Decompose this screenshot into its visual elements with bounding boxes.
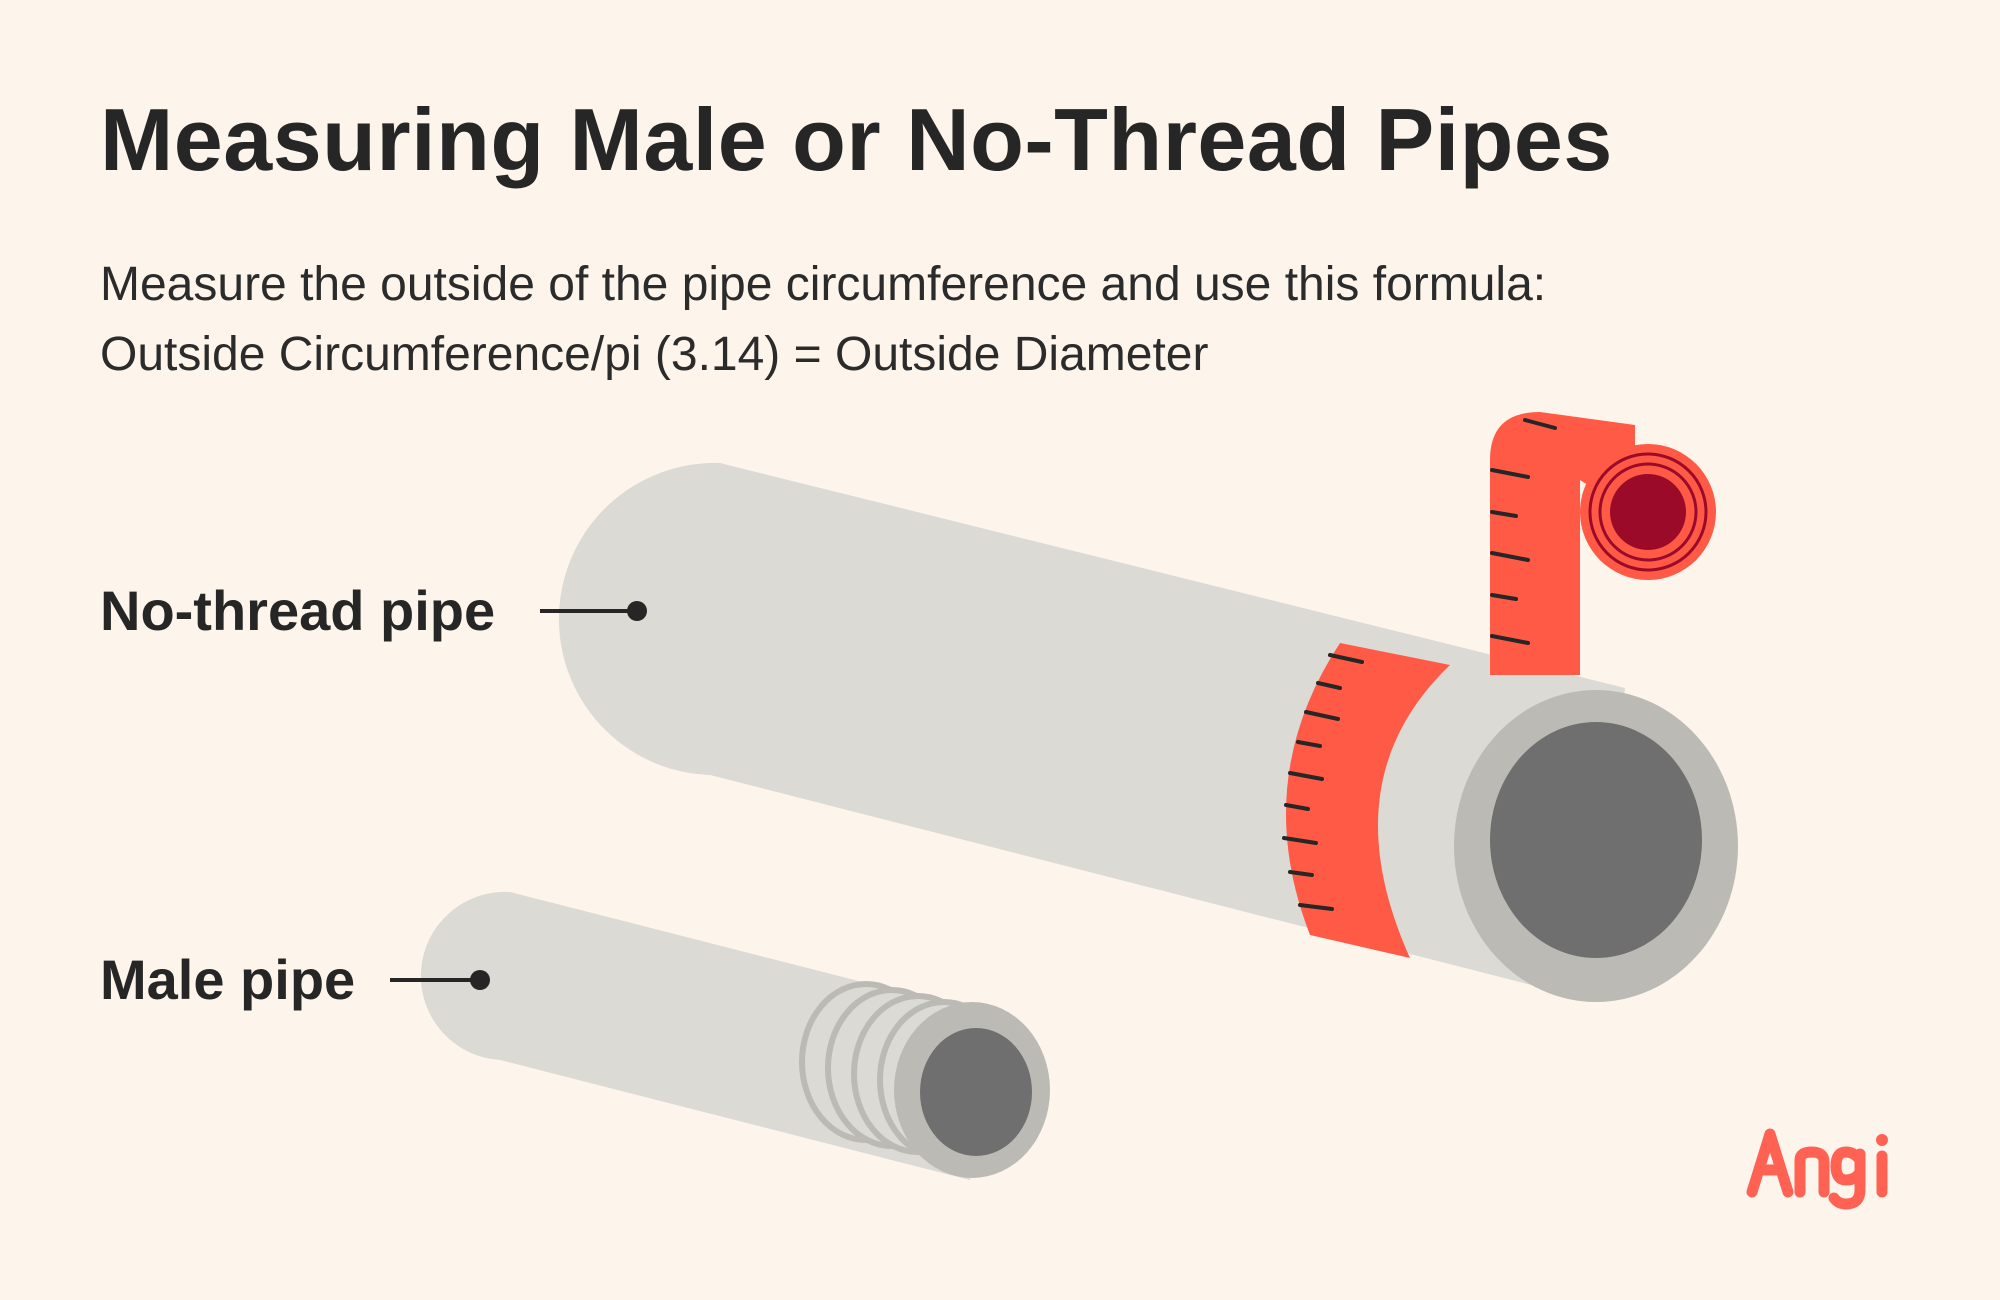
no-thread-pipe-label: No-thread pipe — [100, 579, 496, 642]
tape-band — [1286, 643, 1450, 958]
formula-description: Measure the outside of the pipe circumfe… — [100, 250, 1546, 390]
formula-instruction: Measure the outside of the pipe circumfe… — [100, 258, 1547, 311]
male-pipe — [420, 891, 1050, 1180]
tape-strip-ticks — [1490, 418, 1557, 645]
tape-roll — [1580, 444, 1716, 580]
leader-male — [390, 970, 490, 990]
no-thread-pipe-opening — [1490, 722, 1702, 958]
no-thread-pipe — [558, 412, 1738, 1002]
angi-logo — [1746, 1128, 1888, 1210]
tape-band-ticks — [1282, 653, 1364, 911]
page-title: Measuring Male or No-Thread Pipes — [100, 90, 1613, 189]
male-pipe-label: Male pipe — [100, 948, 356, 1011]
leader-no-thread — [540, 601, 647, 621]
male-pipe-opening — [920, 1028, 1032, 1156]
formula-text: Outside Circumference/pi (3.14) = Outsid… — [100, 328, 1209, 381]
no-thread-pipe-body — [558, 462, 1625, 1000]
